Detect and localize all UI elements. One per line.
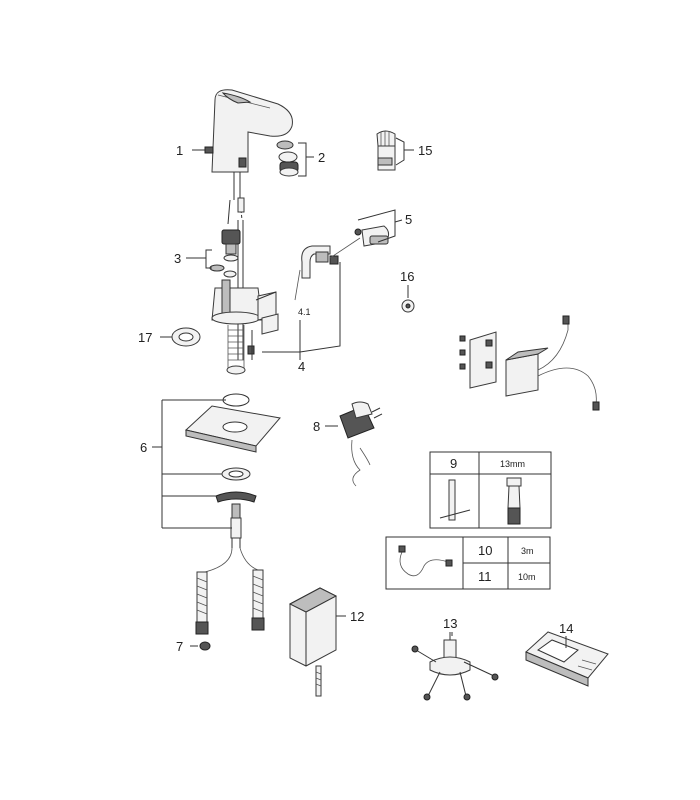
part-9-tool-box	[429, 451, 552, 529]
callout-5: 5	[405, 212, 412, 227]
callout-leaders	[186, 257, 453, 636]
callout-2: 2	[318, 150, 325, 165]
part-12-electronic-box	[288, 587, 346, 697]
part-5-check-valve	[329, 209, 403, 259]
part-13-mounting-set	[411, 632, 499, 701]
table-9-size: 13mm	[500, 459, 525, 469]
part-15-aerator-key	[376, 130, 414, 171]
part-7-filter	[190, 641, 211, 651]
callout-7: 7	[176, 639, 183, 654]
part-8-power-adapter	[325, 401, 383, 487]
part-4-bracket-line	[262, 262, 341, 360]
callout-13: 13	[443, 616, 457, 631]
supply-hoses	[195, 547, 265, 635]
table-11-length: 10m	[518, 572, 536, 582]
part-17-ring	[160, 327, 201, 347]
part-3-solenoid	[196, 229, 241, 278]
callout-1: 1	[176, 143, 183, 158]
part-6-mounting-set	[152, 393, 281, 548]
callout-17: 17	[138, 330, 152, 345]
callout-10: 10	[478, 543, 492, 558]
callout-8: 8	[313, 419, 320, 434]
callout-12: 12	[350, 609, 364, 624]
callout-16: 16	[400, 269, 414, 284]
electronics-box	[459, 315, 600, 411]
callout-14: 14	[559, 621, 573, 636]
table-10-length: 3m	[521, 546, 534, 556]
part-14-remote-control	[525, 631, 609, 687]
callout-9: 9	[450, 456, 457, 471]
part-4-1-elbow	[294, 245, 339, 301]
callout-3: 3	[174, 251, 181, 266]
callout-4: 4	[298, 359, 305, 374]
callout-15: 15	[418, 143, 432, 158]
part-2-aerator	[276, 140, 314, 177]
callout-11: 11	[478, 569, 492, 584]
part-16-cap	[401, 285, 415, 313]
part-10-11-cable-table	[385, 536, 551, 590]
callout-6: 6	[140, 440, 147, 455]
mounting-shank	[211, 279, 263, 375]
part-1-screw	[192, 146, 214, 154]
part-4-bracket	[255, 291, 279, 335]
faucet-body	[211, 89, 293, 221]
callout-4-1: 4.1	[298, 307, 311, 317]
